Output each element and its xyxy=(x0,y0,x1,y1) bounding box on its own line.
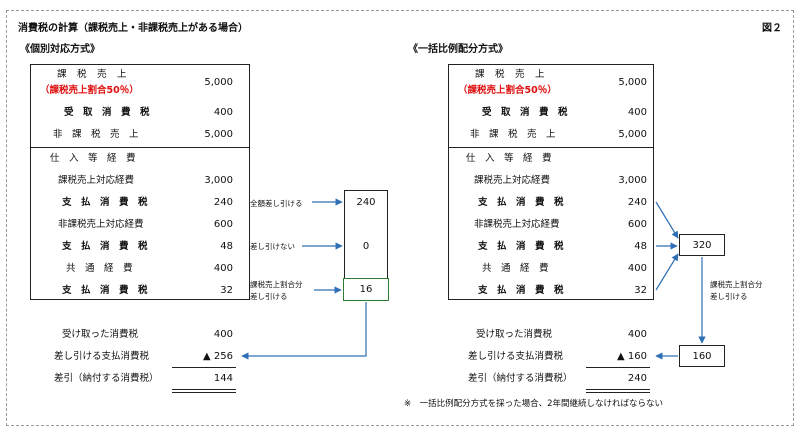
left-cost-label-0: 課税売上対応経費 xyxy=(58,175,135,186)
right-box-sum: 320 xyxy=(679,234,725,256)
left-cost-label-4: 共 通 経 費 xyxy=(66,263,133,274)
left-cost-value-2: 600 xyxy=(213,219,233,230)
left-box-full: 240 xyxy=(356,197,376,208)
figure-title: 消費税の計算（課税売上・非課税売上がある場合） xyxy=(18,23,248,34)
right-summary-label-1: 差し引ける支払消費税 xyxy=(468,351,564,362)
right-total-rule-2 xyxy=(586,392,650,393)
left-cost-label-2: 非課税売上対応経費 xyxy=(58,219,144,230)
left-cost-value-4: 400 xyxy=(213,263,233,274)
arrow-left-return xyxy=(241,302,367,360)
left-sales-label-3: 非 課 税 売 上 xyxy=(53,129,139,140)
left-sales-value-3: 5,000 xyxy=(204,129,233,140)
left-table xyxy=(30,64,250,300)
left-cost-value-5: 32 xyxy=(220,285,233,296)
left-sales-value-2: 400 xyxy=(213,107,233,118)
left-costs-header: 仕 入 等 経 費 xyxy=(50,153,136,164)
left-total-rule-2 xyxy=(172,392,236,393)
left-summary-value-2: 144 xyxy=(213,373,233,384)
left-sales-value-0: 5,000 xyxy=(204,77,233,88)
right-table-divider xyxy=(448,147,654,148)
footnote: ※ 一括比例配分方式を採った場合、2年間継続しなければならない xyxy=(404,399,664,409)
arrow-right-240 xyxy=(655,201,679,239)
right-sales-label-3: 非 課 税 売 上 xyxy=(470,129,556,140)
left-note-full: 全額差し引ける xyxy=(250,199,303,208)
right-costs-header: 仕 入 等 経 費 xyxy=(466,153,552,164)
left-summary-value-1: ▲ 256 xyxy=(203,351,233,362)
right-total-rule-1 xyxy=(586,389,650,390)
left-cost-value-1: 240 xyxy=(213,197,233,208)
right-box-result: 160 xyxy=(679,345,725,367)
right-cost-label-2: 非課税売上対応経費 xyxy=(474,219,560,230)
left-summary-value-0: 400 xyxy=(213,329,233,340)
left-sales-label-0: 課 税 売 上 xyxy=(57,69,128,80)
left-summary-label-0: 受け取った消費税 xyxy=(62,329,139,340)
left-note-ratio-1: 課税売上割合分 xyxy=(250,280,303,289)
left-box-ratio-value: 16 xyxy=(359,284,373,295)
right-sales-ratio: （課税売上割合50％） xyxy=(458,85,557,96)
left-note-none: 差し引けない xyxy=(250,242,295,251)
figure-label: 図２ xyxy=(762,23,782,34)
left-cost-value-0: 3,000 xyxy=(204,175,233,186)
right-sales-value-0: 5,000 xyxy=(618,77,647,88)
right-cost-value-1: 240 xyxy=(627,197,647,208)
figure-frame xyxy=(6,10,794,426)
right-cost-label-1: 支 払 消 費 税 xyxy=(478,197,564,208)
right-cost-label-5: 支 払 消 費 税 xyxy=(478,285,564,296)
left-table-divider xyxy=(30,147,250,148)
left-total-rule-1 xyxy=(172,389,236,390)
left-cost-label-1: 支 払 消 費 税 xyxy=(62,197,148,208)
left-cost-value-3: 48 xyxy=(220,241,233,252)
left-box-none: 0 xyxy=(362,241,370,252)
right-summary-rule xyxy=(586,367,650,368)
right-box-result-value: 160 xyxy=(692,350,712,362)
right-note-ratio-2: 差し引ける xyxy=(710,292,748,301)
right-summary-label-0: 受け取った消費税 xyxy=(476,329,553,340)
left-summary-rule xyxy=(172,367,236,368)
right-method-title: 《一括比例配分方式》 xyxy=(408,44,508,55)
right-cost-value-2: 600 xyxy=(627,219,647,230)
left-sales-label-2: 受 取 消 費 税 xyxy=(64,107,150,118)
right-cost-label-3: 支 払 消 費 税 xyxy=(478,241,564,252)
arrow-right-32 xyxy=(655,253,679,291)
left-summary-label-2: 差引（納付する消費税） xyxy=(54,373,159,384)
right-sales-value-2: 400 xyxy=(627,107,647,118)
right-sales-label-0: 課 税 売 上 xyxy=(475,69,546,80)
left-cost-label-3: 支 払 消 費 税 xyxy=(62,241,148,252)
right-sales-value-3: 5,000 xyxy=(618,129,647,140)
right-cost-value-3: 48 xyxy=(634,241,647,252)
right-table xyxy=(448,64,654,300)
right-sales-label-2: 受 取 消 費 税 xyxy=(482,107,568,118)
right-cost-value-5: 32 xyxy=(634,285,647,296)
left-summary-label-1: 差し引ける支払消費税 xyxy=(54,351,150,362)
left-note-ratio-2: 差し引ける xyxy=(250,292,288,301)
right-cost-value-0: 3,000 xyxy=(618,175,647,186)
right-cost-value-4: 400 xyxy=(627,263,647,274)
right-box-sum-value: 320 xyxy=(692,239,712,251)
right-summary-value-2: 240 xyxy=(627,373,647,384)
left-box-ratio: 16 xyxy=(343,278,389,301)
left-sales-ratio: （課税売上割合50％） xyxy=(40,85,139,96)
right-summary-label-2: 差引（納付する消費税） xyxy=(468,373,573,384)
right-note-ratio-1: 課税売上割合分 xyxy=(710,280,763,289)
right-cost-label-0: 課税売上対応経費 xyxy=(474,175,551,186)
right-cost-label-4: 共 通 経 費 xyxy=(482,263,549,274)
left-method-title: 《個別対応方式》 xyxy=(20,44,100,55)
right-summary-value-0: 400 xyxy=(627,329,647,340)
right-summary-value-1: ▲ 160 xyxy=(617,351,647,362)
left-cost-label-5: 支 払 消 費 税 xyxy=(62,285,148,296)
